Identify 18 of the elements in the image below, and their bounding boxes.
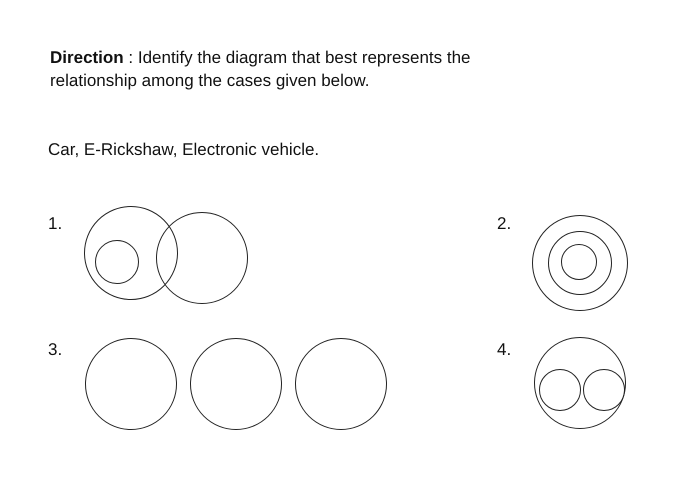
option-number: 4. — [497, 340, 512, 360]
option-number: 2. — [497, 214, 512, 234]
direction-text: Direction : Identify the diagram that best represents the relationship among the cases given below. — [50, 47, 472, 92]
circle — [534, 337, 626, 429]
circle — [561, 244, 598, 280]
circle — [84, 206, 178, 300]
circle — [94, 240, 139, 284]
circle — [548, 230, 612, 295]
option-number: 3. — [48, 340, 62, 360]
circle — [538, 368, 581, 411]
circle — [532, 215, 628, 311]
circle — [156, 212, 248, 304]
option-number: 1. — [48, 214, 62, 234]
circle — [295, 338, 387, 430]
circle — [85, 338, 177, 430]
circle — [582, 368, 625, 411]
question-text: Car, E-Rickshaw, Electronic vehicle. — [48, 140, 320, 160]
circle — [190, 338, 282, 430]
